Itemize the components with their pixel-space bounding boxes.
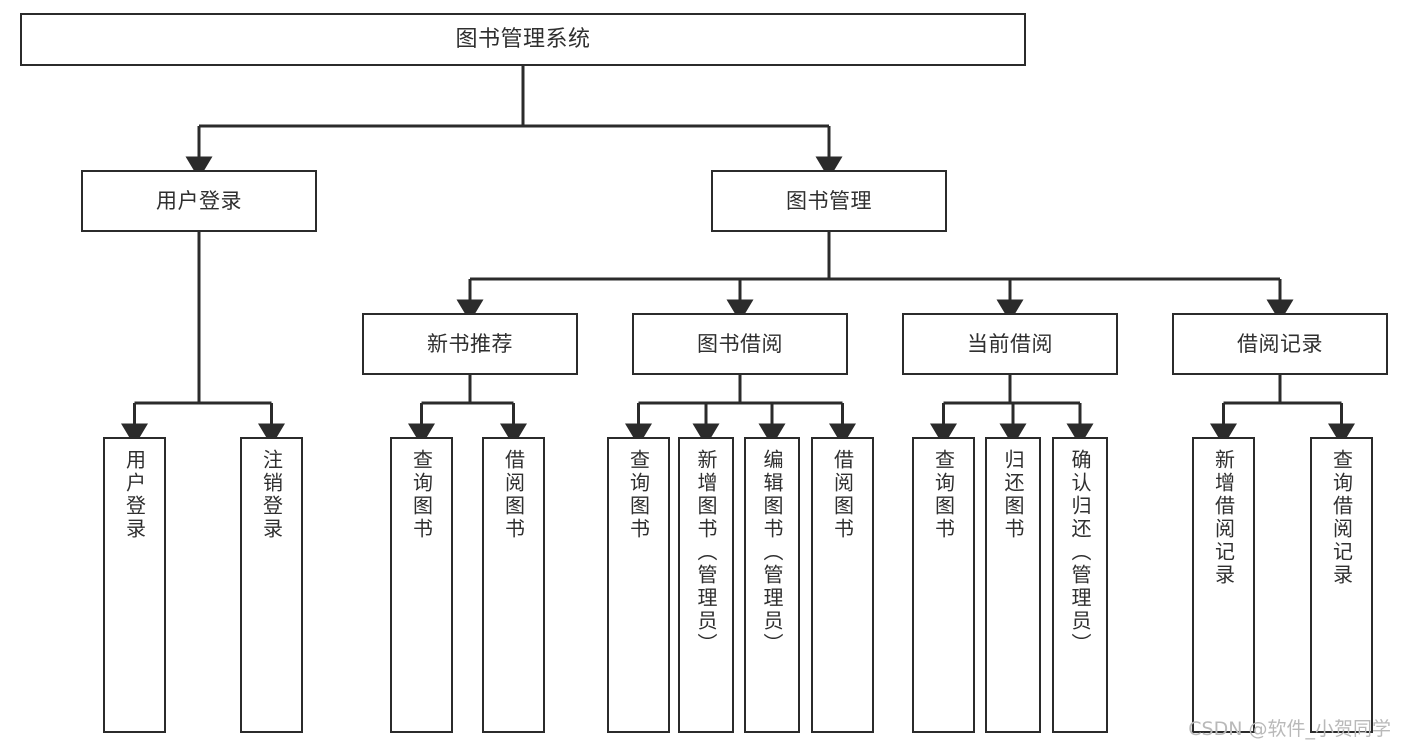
node-label: 归还图书 (1001, 449, 1025, 541)
node-label: 新书推荐 (427, 331, 513, 356)
node-label: 图书管理系统 (455, 26, 591, 52)
node-label: 借阅图书 (501, 449, 526, 541)
node-user-login[interactable]: 用户登录 (81, 170, 317, 232)
node-label: 查询借阅记录 (1329, 449, 1354, 587)
node-label: 用户登录 (122, 449, 147, 541)
node-leaf-query-book-1[interactable]: 查询图书 (390, 437, 453, 733)
node-label: 编辑图书（管理员） (760, 449, 784, 656)
node-leaf-return-book[interactable]: 归还图书 (985, 437, 1041, 733)
node-borrow-record[interactable]: 借阅记录 (1172, 313, 1388, 375)
node-label: 图书借阅 (697, 331, 783, 356)
node-label: 借阅记录 (1237, 331, 1323, 356)
node-leaf-query-record[interactable]: 查询借阅记录 (1310, 437, 1373, 733)
node-leaf-edit-book[interactable]: 编辑图书（管理员） (744, 437, 800, 733)
node-leaf-borrow-book-2[interactable]: 借阅图书 (811, 437, 874, 733)
node-current-borrow[interactable]: 当前借阅 (902, 313, 1118, 375)
node-leaf-query-book-2[interactable]: 查询图书 (607, 437, 670, 733)
node-leaf-borrow-book-1[interactable]: 借阅图书 (482, 437, 545, 733)
node-leaf-add-record[interactable]: 新增借阅记录 (1192, 437, 1255, 733)
node-label: 新增图书（管理员） (694, 449, 718, 656)
node-label: 确认归还（管理员） (1068, 449, 1092, 656)
node-new-book-recommend[interactable]: 新书推荐 (362, 313, 578, 375)
watermark-label: CSDN @软件_小贺同学 (1188, 718, 1391, 740)
node-leaf-user-login[interactable]: 用户登录 (103, 437, 166, 733)
node-root[interactable]: 图书管理系统 (20, 13, 1026, 66)
node-label: 当前借阅 (967, 331, 1053, 356)
node-book-borrow[interactable]: 图书借阅 (632, 313, 848, 375)
node-leaf-confirm-return[interactable]: 确认归还（管理员） (1052, 437, 1108, 733)
node-label: 查询图书 (409, 449, 434, 541)
node-label: 查询图书 (931, 449, 956, 541)
node-label: 注销登录 (259, 449, 284, 541)
node-label: 用户登录 (156, 188, 242, 213)
node-label: 查询图书 (626, 449, 651, 541)
node-label: 借阅图书 (830, 449, 855, 541)
node-leaf-add-book[interactable]: 新增图书（管理员） (678, 437, 734, 733)
node-leaf-user-logout[interactable]: 注销登录 (240, 437, 303, 733)
node-label: 图书管理 (786, 188, 872, 213)
node-book-manage[interactable]: 图书管理 (711, 170, 947, 232)
node-label: 新增借阅记录 (1211, 449, 1236, 587)
node-leaf-query-book-3[interactable]: 查询图书 (912, 437, 975, 733)
